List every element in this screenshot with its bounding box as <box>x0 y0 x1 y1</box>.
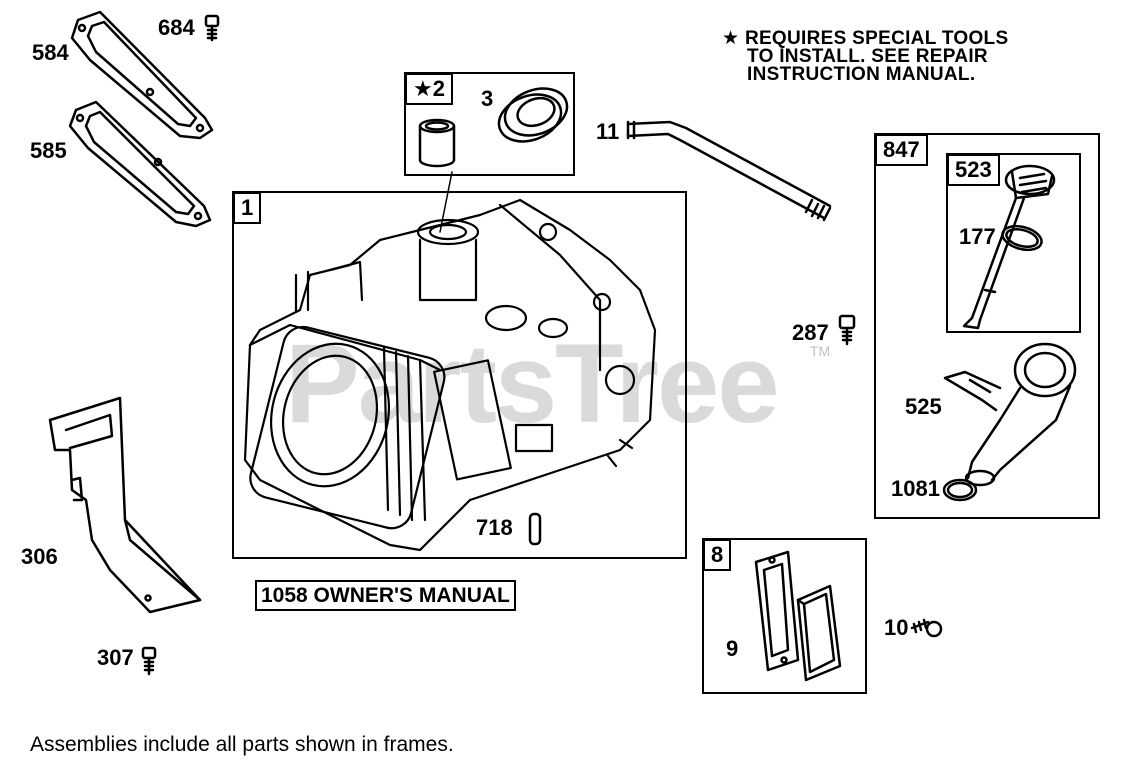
part-label-718: 718 <box>476 515 513 540</box>
star-icon: ★ <box>722 28 740 49</box>
frame-dipstick: 523 <box>946 153 1081 333</box>
part-label-287: 287 <box>792 320 829 345</box>
frame-label-1: 1 <box>233 192 262 224</box>
owners-manual-label: 1058 OWNER'S MANUAL <box>255 580 516 611</box>
special-tools-note: ★ REQUIRES SPECIAL TOOLS TO INSTALL. SEE… <box>722 28 1009 85</box>
bushing-drawing <box>418 118 456 168</box>
screw-307-drawing <box>141 646 157 676</box>
seal-drawing <box>497 87 569 143</box>
part-label-307: 307 <box>97 645 134 670</box>
frame-label-2: ★2 <box>405 73 453 105</box>
part-label-10: 10 <box>884 615 909 640</box>
frame-bushing: ★2 <box>404 72 575 176</box>
o-ring-1081-drawing <box>942 478 978 502</box>
frame-label-8: 8 <box>703 539 732 571</box>
screw-684-drawing <box>204 14 220 42</box>
frame-gasket-kit: 8 <box>702 538 867 694</box>
part-label-1081: 1081 <box>891 476 940 501</box>
cylinder-block-drawing <box>243 198 657 552</box>
o-ring-177-drawing <box>1001 224 1043 252</box>
frame-cylinder: 1 <box>232 191 687 559</box>
frame-label-847: 847 <box>875 134 928 166</box>
dipstick-drawing <box>962 164 1056 330</box>
oil-fill-tube-drawing <box>943 342 1077 487</box>
gasket-584-drawing <box>70 10 214 140</box>
part-label-177: 177 <box>959 224 996 249</box>
air-guide-306-drawing <box>48 396 202 614</box>
breather-cover-drawing <box>796 584 842 682</box>
part-label-9: 9 <box>726 636 739 661</box>
frame-label-523: 523 <box>947 154 1000 186</box>
watermark-tm: TM <box>810 343 831 359</box>
dipstick-tube-drawing <box>626 120 832 222</box>
leader-bushing <box>439 171 453 233</box>
part-label-306: 306 <box>21 544 58 569</box>
part-label-11: 11 <box>596 119 620 144</box>
footer-note: Assemblies include all parts shown in fr… <box>30 733 454 756</box>
frame-dipstick-assembly: 847 <box>874 133 1100 519</box>
part-label-584: 584 <box>32 40 69 65</box>
part-label-3: 3 <box>481 86 494 111</box>
screw-10-drawing <box>910 618 943 638</box>
screw-287-drawing <box>838 314 856 346</box>
dowel-pin-drawing <box>528 512 542 546</box>
part-label-585: 585 <box>30 138 67 163</box>
part-label-684: 684 <box>158 15 195 40</box>
part-label-525: 525 <box>905 394 942 419</box>
gasket-585-drawing <box>68 100 212 228</box>
gasket-9-drawing <box>754 550 800 672</box>
